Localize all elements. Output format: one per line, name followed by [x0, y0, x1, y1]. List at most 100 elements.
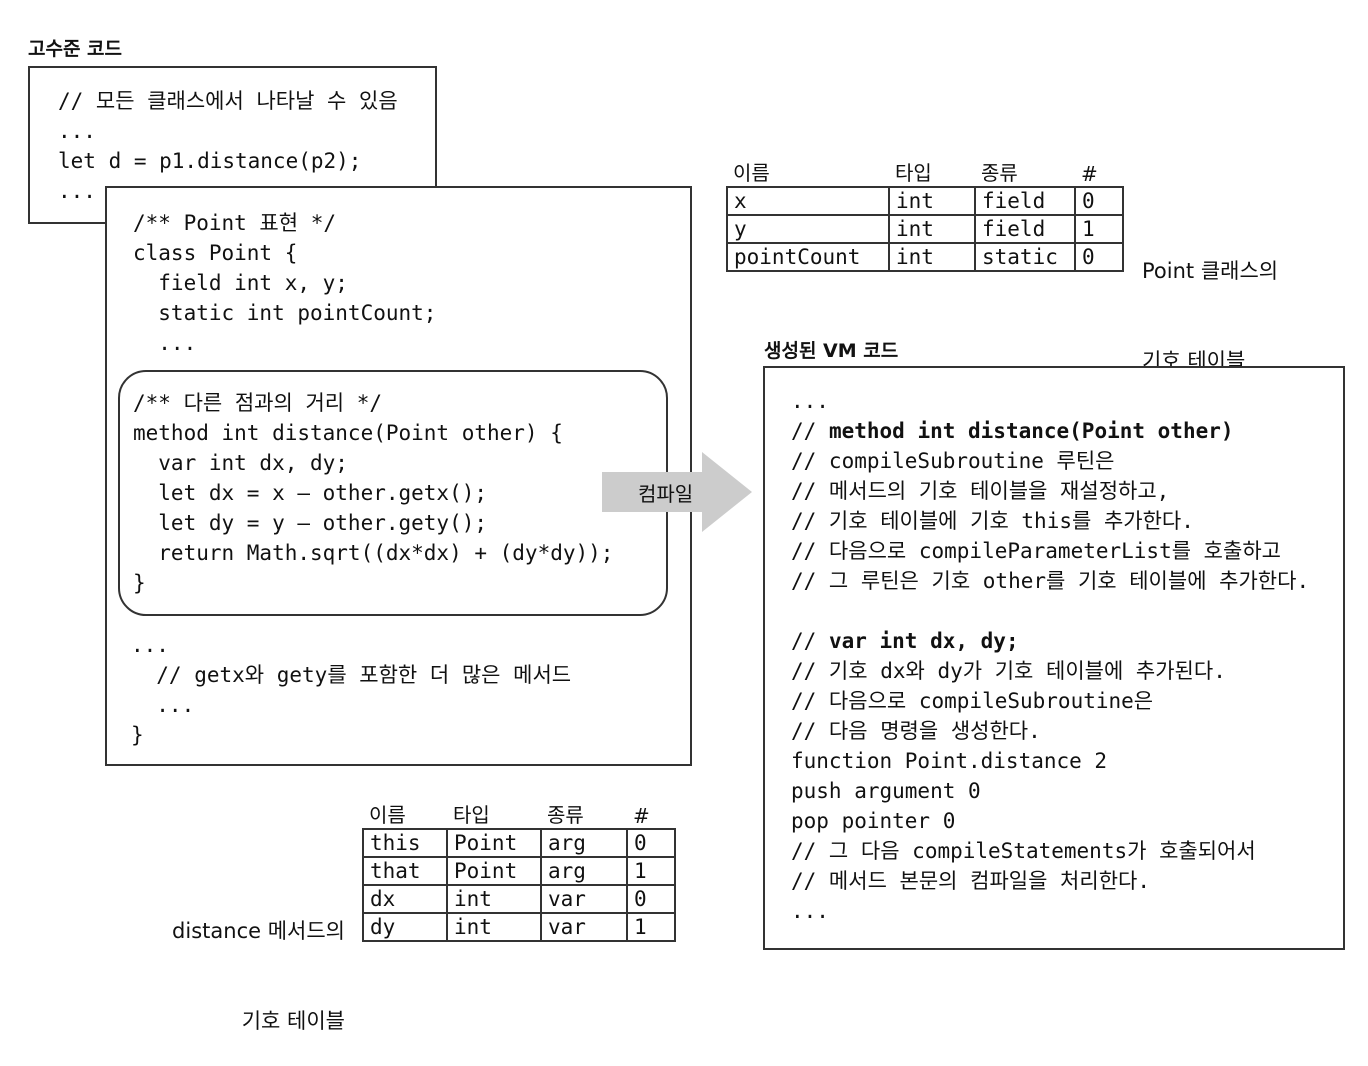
class-code-line: /** Point 표현 */ [133, 211, 336, 235]
table-cell: 1 [1074, 214, 1124, 244]
usage-code-lines: // 모든 클래스에서 나타날 수 있음... let d = p1.distan… [58, 86, 435, 206]
table-cell: Point [446, 828, 542, 858]
method-table-caption-line: 기호 테이블 [241, 1009, 345, 1033]
method-code-line: method int distance(Point other) { [133, 421, 563, 445]
method-code-line: /** 다른 점과의 거리 */ [133, 391, 383, 415]
vm-line-text: ... [791, 389, 829, 413]
vm-line-text: // 메서드 본문의 컴파일을 처리한다. [791, 869, 1150, 893]
vm-code-line: // 다음으로 compileParameterList를 호출하고 [791, 536, 1343, 566]
table-cell: dy [362, 912, 448, 942]
table-cell: arg [540, 856, 628, 886]
method-code-line: } [133, 571, 146, 595]
table-cell: var [540, 912, 628, 942]
vm-line-text: // compileSubroutine 루틴은 [791, 449, 1115, 473]
table-header-cell: 이름 [369, 803, 406, 827]
vm-code-line: function Point.distance 2 [791, 746, 1343, 776]
vm-code-line [791, 596, 1343, 626]
table-header-cell: 타입 [895, 161, 932, 185]
usage-code-line: let d = p1.distance(p2); [58, 149, 362, 173]
table-header-cell: 타입 [453, 803, 490, 827]
table-cell: this [362, 828, 448, 858]
vm-code-line: // 그 다음 compileStatements가 호출되어서 [791, 836, 1343, 866]
class-code-line: } [131, 723, 144, 747]
vm-code-line: // 그 루틴은 기호 other를 기호 테이블에 추가한다. [791, 566, 1343, 596]
table-cell: field [974, 186, 1076, 216]
vm-code-line: // 기호 테이블에 기호 this를 추가한다. [791, 506, 1343, 536]
table-header-cell: # [633, 804, 650, 828]
table-cell: Point [446, 856, 542, 886]
vm-line-text: ... [791, 899, 829, 923]
table-cell: pointCount [726, 242, 890, 272]
table-cell: that [362, 856, 448, 886]
high-level-code-label: 고수준 코드 [28, 38, 123, 60]
table-cell: field [974, 214, 1076, 244]
method-table-header-row: 이름 타입 종류 # [363, 798, 675, 829]
vm-code-line: // method int distance(Point other) [791, 416, 1343, 446]
vm-line-text: // 다음 명령을 생성한다. [791, 719, 1041, 743]
table-cell: x [726, 186, 890, 216]
vm-code-line: // 기호 dx와 dy가 기호 테이블에 추가된다. [791, 656, 1343, 686]
compile-arrow-label: 컴파일 [638, 482, 694, 506]
table-cell: static [974, 242, 1076, 272]
compile-arrow-shape [602, 452, 752, 532]
usage-code-line: ... [58, 119, 96, 143]
table-cell: int [888, 186, 976, 216]
vm-line-text: // 기호 테이블에 기호 this를 추가한다. [791, 509, 1194, 533]
class-table-header-row: 이름 타입 종류 # [727, 156, 1123, 187]
vm-line-text: // 메서드의 기호 테이블을 재설정하고, [791, 479, 1170, 503]
method-table-caption-line: distance 메서드의 [172, 919, 345, 943]
vm-code-line: // 메서드의 기호 테이블을 재설정하고, [791, 476, 1343, 506]
method-code-line: let dy = y – other.gety(); [133, 511, 488, 535]
vm-source-echo: method int distance(Point other) [828, 419, 1234, 443]
class-table-caption-line: Point 클래스의 [1142, 259, 1279, 283]
class-code-line: field int x, y; [133, 271, 348, 295]
table-cell: var [540, 884, 628, 914]
vm-code-line: // compileSubroutine 루틴은 [791, 446, 1343, 476]
table-cell: 0 [1074, 186, 1124, 216]
vm-comment-prefix: // [791, 419, 829, 443]
class-footer-lines: ... // getx와 gety를 포함한 더 많은 메서드 ...} [131, 630, 571, 750]
vm-code-line: // var int dx, dy; [791, 626, 1343, 656]
table-header-cell: 종류 [547, 803, 584, 827]
generated-vm-code-label: 생성된 VM 코드 [764, 340, 899, 362]
vm-code-line: // 메서드 본문의 컴파일을 처리한다. [791, 866, 1343, 896]
vm-code-line: ... [791, 896, 1343, 926]
class-code-line: class Point { [133, 241, 298, 265]
table-cell: arg [540, 828, 628, 858]
table-cell: 0 [626, 828, 676, 858]
usage-code-line: ... [58, 179, 96, 203]
usage-code-line: // 모든 클래스에서 나타날 수 있음 [58, 89, 398, 113]
vm-comment-prefix: // [791, 629, 829, 653]
table-header-cell: # [1081, 162, 1098, 186]
compile-arrow [602, 452, 752, 532]
class-code-line: static int pointCount; [133, 301, 437, 325]
table-header-cell: 이름 [733, 161, 770, 185]
table-cell: int [888, 242, 976, 272]
vm-code-lines: ...// method int distance(Point other)//… [791, 386, 1343, 926]
vm-code-line: // 다음으로 compileSubroutine은 [791, 686, 1343, 716]
class-code-line: ... [131, 633, 169, 657]
vm-code-line: ... [791, 386, 1343, 416]
table-header-cell: 종류 [981, 161, 1018, 185]
vm-code-box: ...// method int distance(Point other)//… [763, 366, 1345, 950]
class-code-line: // getx와 gety를 포함한 더 많은 메서드 [131, 663, 572, 687]
vm-line-text: // 다음으로 compileParameterList를 호출하고 [791, 539, 1281, 563]
vm-source-echo: var int dx, dy; [828, 629, 1019, 653]
table-cell: dx [362, 884, 448, 914]
table-cell: 1 [626, 912, 676, 942]
vm-code-line: pop pointer 0 [791, 806, 1343, 836]
table-cell: 0 [1074, 242, 1124, 272]
distance-method-box: /** 다른 점과의 거리 */ method int distance(Poin… [118, 370, 668, 616]
class-code-line: ... [133, 331, 197, 355]
vm-line-text: // 기호 dx와 dy가 기호 테이블에 추가된다. [791, 659, 1226, 683]
method-code-line: return Math.sqrt((dx*dx) + (dy*dy)); [133, 541, 614, 565]
